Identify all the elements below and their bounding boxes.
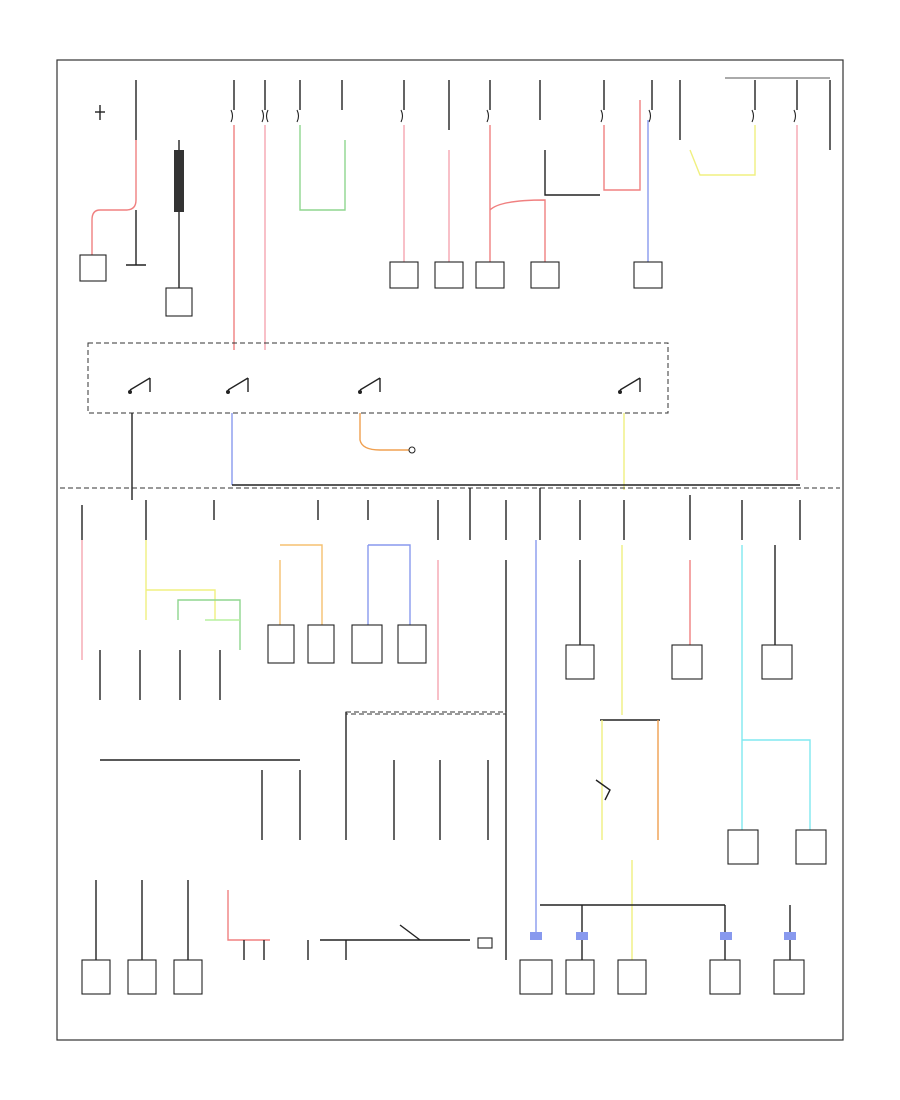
- ignition-switch-contacts: [128, 377, 641, 394]
- bottom-components: [81, 880, 805, 995]
- ignition-out-wires: [131, 413, 800, 500]
- red-bottom-wire: [227, 890, 270, 941]
- diagram-frame: [56, 59, 844, 1041]
- battery-section: [79, 105, 193, 317]
- top-components: [389, 261, 663, 289]
- coil-icon: [174, 150, 184, 212]
- relay-yellow-orange: [595, 719, 660, 960]
- top-colored-wires: [233, 100, 798, 480]
- top-fuse-row: [135, 80, 831, 150]
- relay-cluster: [99, 650, 507, 840]
- ignition-switch-box: [87, 342, 669, 414]
- bottom-bus: [320, 904, 791, 960]
- middle-components: [267, 624, 827, 865]
- middle-colored-wires: [81, 540, 811, 960]
- blue-connectors: [530, 932, 796, 940]
- middle-fuse-drops: [81, 488, 801, 540]
